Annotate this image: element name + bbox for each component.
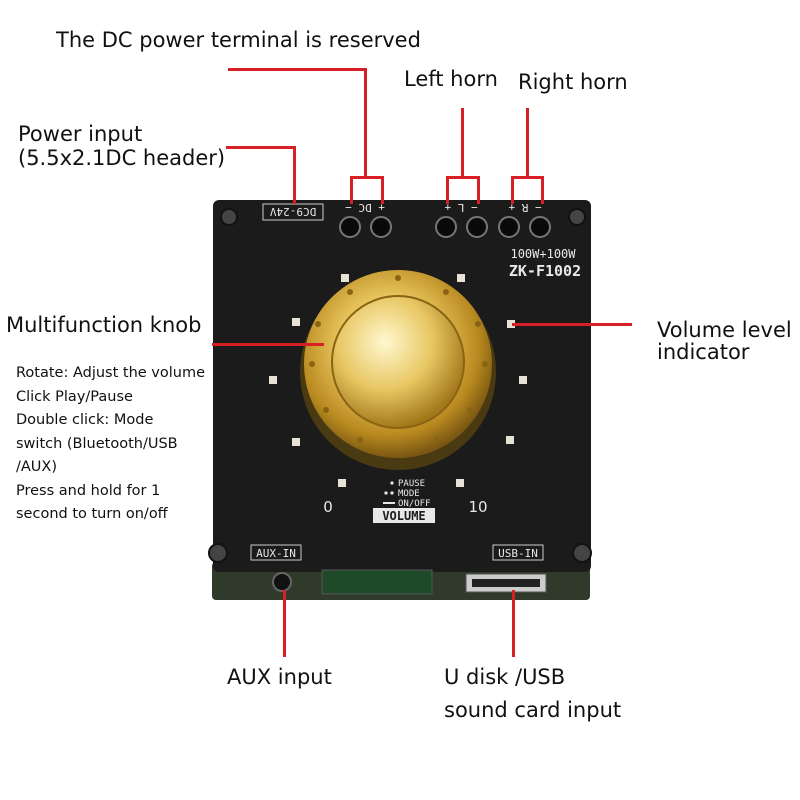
callout-line [541, 176, 544, 204]
aux-port-box [250, 544, 302, 561]
aux-input-label: AUX input [227, 665, 332, 689]
callout-line [293, 146, 296, 204]
power-input-spec: (5.5x2.1DC header) [18, 146, 226, 170]
callout-line [512, 590, 515, 657]
right-terminal-label: − R + [508, 201, 541, 214]
dc-range-label: DC9-24V [269, 205, 316, 218]
volume-indicator-label-2: indicator [657, 340, 750, 364]
callout-line [526, 108, 529, 177]
dc-reserved-label: The DC power terminal is reserved [56, 28, 421, 52]
usb-port-box [492, 544, 544, 561]
knob-cap [331, 295, 465, 429]
knob-note: Rotate: Adjust the volume [16, 365, 206, 381]
callout-line [228, 68, 366, 71]
callout-line [477, 176, 480, 204]
pause-label: PAUSE [398, 479, 425, 489]
callout-line [446, 176, 449, 204]
dc-range-box [262, 203, 324, 221]
usb-port-label: USB-IN [498, 547, 538, 560]
knob-note: switch (Bluetooth/USB [16, 435, 178, 452]
knob-note: /AUX) [16, 459, 58, 475]
callout-line [350, 176, 383, 179]
volume-label-box [373, 508, 435, 523]
aux-port-label: AUX-IN [256, 547, 296, 560]
left-horn-label: Left horn [404, 67, 498, 91]
bluetooth-module [321, 569, 433, 595]
callout-line [511, 176, 514, 204]
right-horn-label: Right horn [518, 70, 628, 94]
knob-note: Press and hold for 1 [16, 482, 161, 499]
callout-line [212, 343, 324, 346]
knob-note: second to turn on/off [16, 506, 168, 522]
screw [208, 208, 592, 563]
knob-dots [309, 275, 488, 443]
volume-min-label: 0 [323, 498, 333, 516]
mode-label: MODE [398, 489, 420, 499]
volume-indicator-label: Volume level [657, 318, 792, 342]
callout-line [364, 68, 367, 177]
knob-note: Double click: Mode [16, 412, 154, 428]
callout-line [283, 590, 286, 657]
volume-max-label: 10 [468, 498, 487, 516]
knob-label: Multifunction knob [6, 313, 202, 337]
callout-line [226, 146, 296, 149]
volume-leds [269, 274, 527, 487]
callout-line [381, 176, 384, 204]
power-rating: 100W+100W [510, 247, 576, 261]
callout-line [511, 176, 544, 179]
dc-terminal-label: + DC − [345, 201, 385, 214]
left-terminal-label: − L + [444, 201, 477, 214]
callout-line [446, 176, 479, 179]
callout-line [350, 176, 353, 204]
knob-notes: Rotate: Adjust the volume Click Play/Pau… [16, 362, 205, 527]
aux-jack [272, 572, 292, 592]
model-number: ZK-F1002 [509, 262, 581, 280]
dc-terminal-holes [339, 216, 392, 238]
speaker-terminal-holes [435, 216, 551, 238]
callout-line [512, 323, 632, 326]
onoff-label: ON/OFF [398, 499, 431, 509]
usb-input-label: U disk /USB [444, 665, 566, 689]
volume-label: VOLUME [382, 509, 425, 523]
callout-line [461, 108, 464, 177]
usb-input-label-2: sound card input [444, 698, 622, 722]
power-input-label: Power input [18, 122, 143, 146]
knob-note: Click Play/Pause [16, 388, 133, 405]
